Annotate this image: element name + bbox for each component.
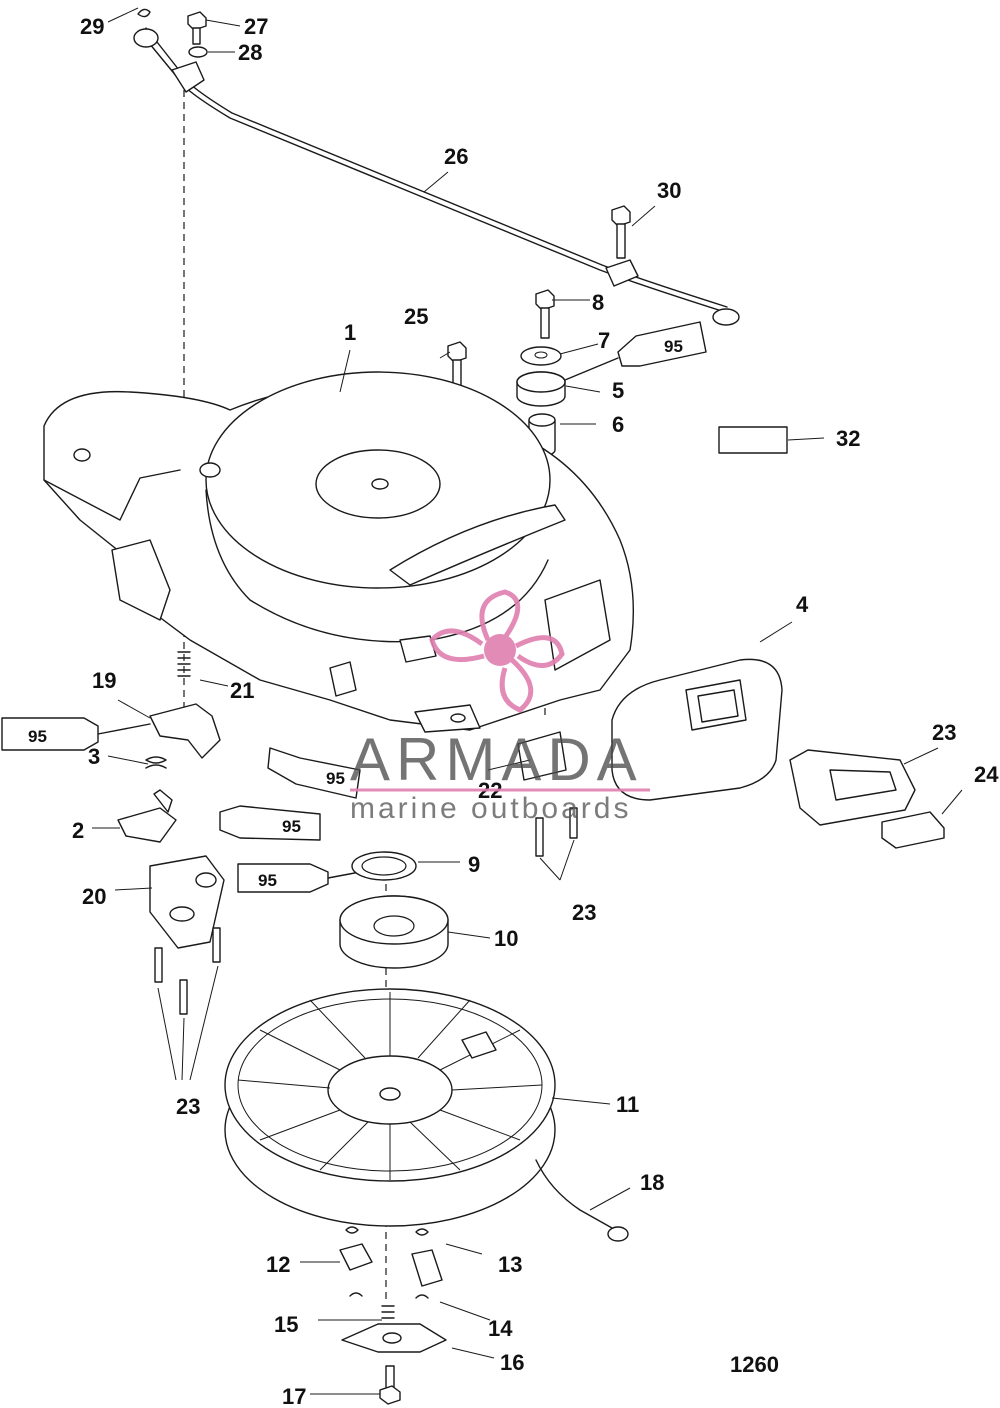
leader-lines: [92, 7, 963, 1395]
callout-23-left: 23: [176, 1094, 200, 1119]
callout-30: 29: [80, 14, 104, 39]
spring-15: [381, 1305, 395, 1319]
callout-25: 24: [974, 762, 999, 787]
pawl-parts: [339, 1226, 443, 1299]
svg-text:95: 95: [258, 871, 277, 890]
svg-text:95: 95: [326, 769, 345, 788]
figure-number: 1260: [730, 1352, 779, 1377]
callout-5: 5: [612, 378, 624, 403]
callout-12: 12: [266, 1252, 290, 1277]
callout-13: 13: [498, 1252, 522, 1277]
callout-9: 9: [468, 852, 480, 877]
callout-31: 30: [657, 178, 681, 203]
lever-assembly: [117, 703, 225, 1015]
callout-10: 10: [494, 926, 518, 951]
callout-14: 14: [488, 1316, 513, 1341]
rope-pulley: [224, 988, 629, 1242]
propeller-logo-icon: [429, 589, 565, 713]
callout-1: 1: [344, 320, 356, 345]
callout-26: 25: [404, 304, 428, 329]
lubricant-tube-5: 95: [564, 321, 707, 381]
lubricant-tube-2: 95: [267, 747, 361, 799]
callout-28: 27: [244, 14, 268, 39]
handle-insert: [881, 811, 945, 849]
watermark-tagline: marine outboards: [350, 792, 631, 825]
callout-6: 6: [612, 412, 624, 437]
callout-3: 3: [88, 744, 100, 769]
svg-text:95: 95: [28, 727, 47, 746]
callout-4: 4: [796, 592, 809, 617]
callout-18: 18: [640, 1170, 664, 1195]
callout-19: 19: [92, 668, 116, 693]
link-rod: [133, 8, 740, 326]
screw-17: [379, 1365, 401, 1405]
spring-21: [177, 651, 191, 677]
svg-text:95: 95: [282, 817, 301, 836]
callout-8: 8: [592, 290, 604, 315]
callout-24: 23: [932, 720, 956, 745]
bolt-26: [447, 341, 467, 387]
watermark-brand: ARMADA: [350, 726, 643, 793]
callout-2: 2: [72, 818, 84, 843]
screws-23-right: [535, 807, 578, 857]
lubricant-tube-4: 95: [237, 863, 361, 893]
callout-23-right: 23: [572, 900, 596, 925]
cam-22: [517, 731, 567, 781]
callout-7: 7: [598, 328, 610, 353]
screw-and-washer-top: [187, 11, 208, 58]
lubricant-tube-1: 95: [1, 717, 151, 751]
callout-27: 26: [444, 144, 468, 169]
lubricant-tube-3: 95: [219, 805, 321, 841]
callout-17: 17: [282, 1384, 306, 1408]
recoil-spring-parts: [339, 851, 449, 969]
screw-31: [611, 205, 631, 259]
callout-16: 16: [500, 1350, 524, 1375]
starter-handle: [789, 749, 916, 826]
callout-29: 28: [238, 40, 262, 65]
callout-labels: 29 27 28 26 30 8 7 5 6 32 1 25 4 23 24 2…: [72, 14, 999, 1408]
callout-21: 21: [230, 678, 254, 703]
plate-32: [718, 426, 788, 454]
callout-32: 32: [836, 426, 860, 451]
callout-11: 11: [616, 1092, 639, 1117]
armada-watermark: ARMADA marine outboards: [350, 589, 650, 825]
callout-15: 15: [274, 1312, 298, 1337]
callout-20: 20: [82, 884, 106, 909]
svg-text:95: 95: [664, 337, 683, 356]
